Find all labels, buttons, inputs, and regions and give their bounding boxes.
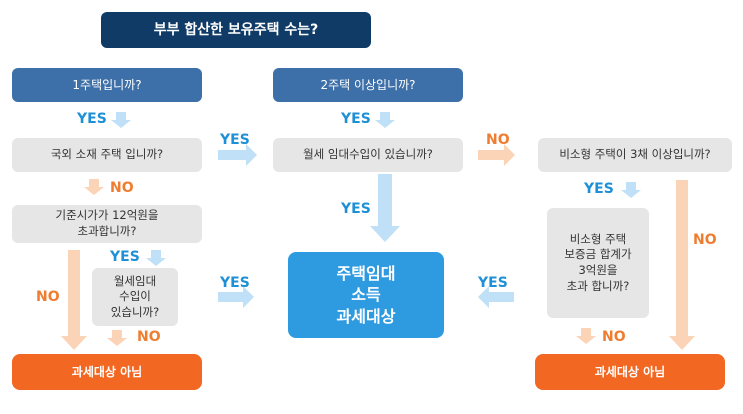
diagram-title: 부부 합산한 보유주택 수는? <box>101 12 371 48</box>
yes-label: YES <box>220 132 250 148</box>
question-one-house: 1주택입니까? <box>12 68 202 102</box>
yes-label: YES <box>341 201 371 217</box>
no-label: NO <box>602 329 626 345</box>
question-deposit-over-3: 비소형 주택 보증금 합계가 3억원을 초과 합니까? <box>547 208 649 318</box>
arrow-down-yes <box>111 112 131 128</box>
yes-label: YES <box>341 111 371 127</box>
arrow-down-no <box>84 179 104 195</box>
yes-label: YES <box>110 249 140 265</box>
arrow-left-yes <box>478 286 514 308</box>
arrow-down-yes-long <box>370 174 400 242</box>
no-label: NO <box>137 329 161 345</box>
question-rent-income-center: 월세 임대수입이 있습니까? <box>273 138 463 172</box>
yes-label: YES <box>584 181 614 197</box>
result-not-taxable-left: 과세대상 아님 <box>12 354 202 390</box>
arrow-down-no-long <box>669 180 695 350</box>
result-not-taxable-right: 과세대상 아님 <box>535 354 725 390</box>
yes-label: YES <box>77 111 107 127</box>
question-price-over-12: 기준시가가 12억원을 초과합니까? <box>12 205 202 243</box>
no-label: NO <box>693 232 717 248</box>
yes-label: YES <box>220 275 250 291</box>
yes-label: YES <box>478 275 508 291</box>
no-label: NO <box>110 180 134 196</box>
arrow-right-no <box>478 144 515 166</box>
no-label: NO <box>486 132 510 148</box>
arrow-right-yes <box>218 286 254 308</box>
arrow-down-yes <box>621 182 641 198</box>
arrow-down-no-long <box>61 250 87 350</box>
arrow-right-yes <box>218 144 257 166</box>
arrow-down-no <box>576 328 596 344</box>
result-taxable: 주택임대 소득 과세대상 <box>288 252 444 338</box>
arrow-down-yes <box>375 112 395 128</box>
arrow-down-no <box>107 330 127 346</box>
question-foreign-house: 국외 소재 주택 입니까? <box>12 138 202 172</box>
question-rent-income-left: 월세임대 수입이 있습니까? <box>92 268 178 326</box>
question-two-plus-houses: 2주택 이상입니까? <box>273 68 463 102</box>
question-non-small-houses: 비소형 주택이 3채 이상입니까? <box>538 138 732 172</box>
no-label: NO <box>36 289 60 305</box>
arrow-down-yes <box>146 250 166 266</box>
